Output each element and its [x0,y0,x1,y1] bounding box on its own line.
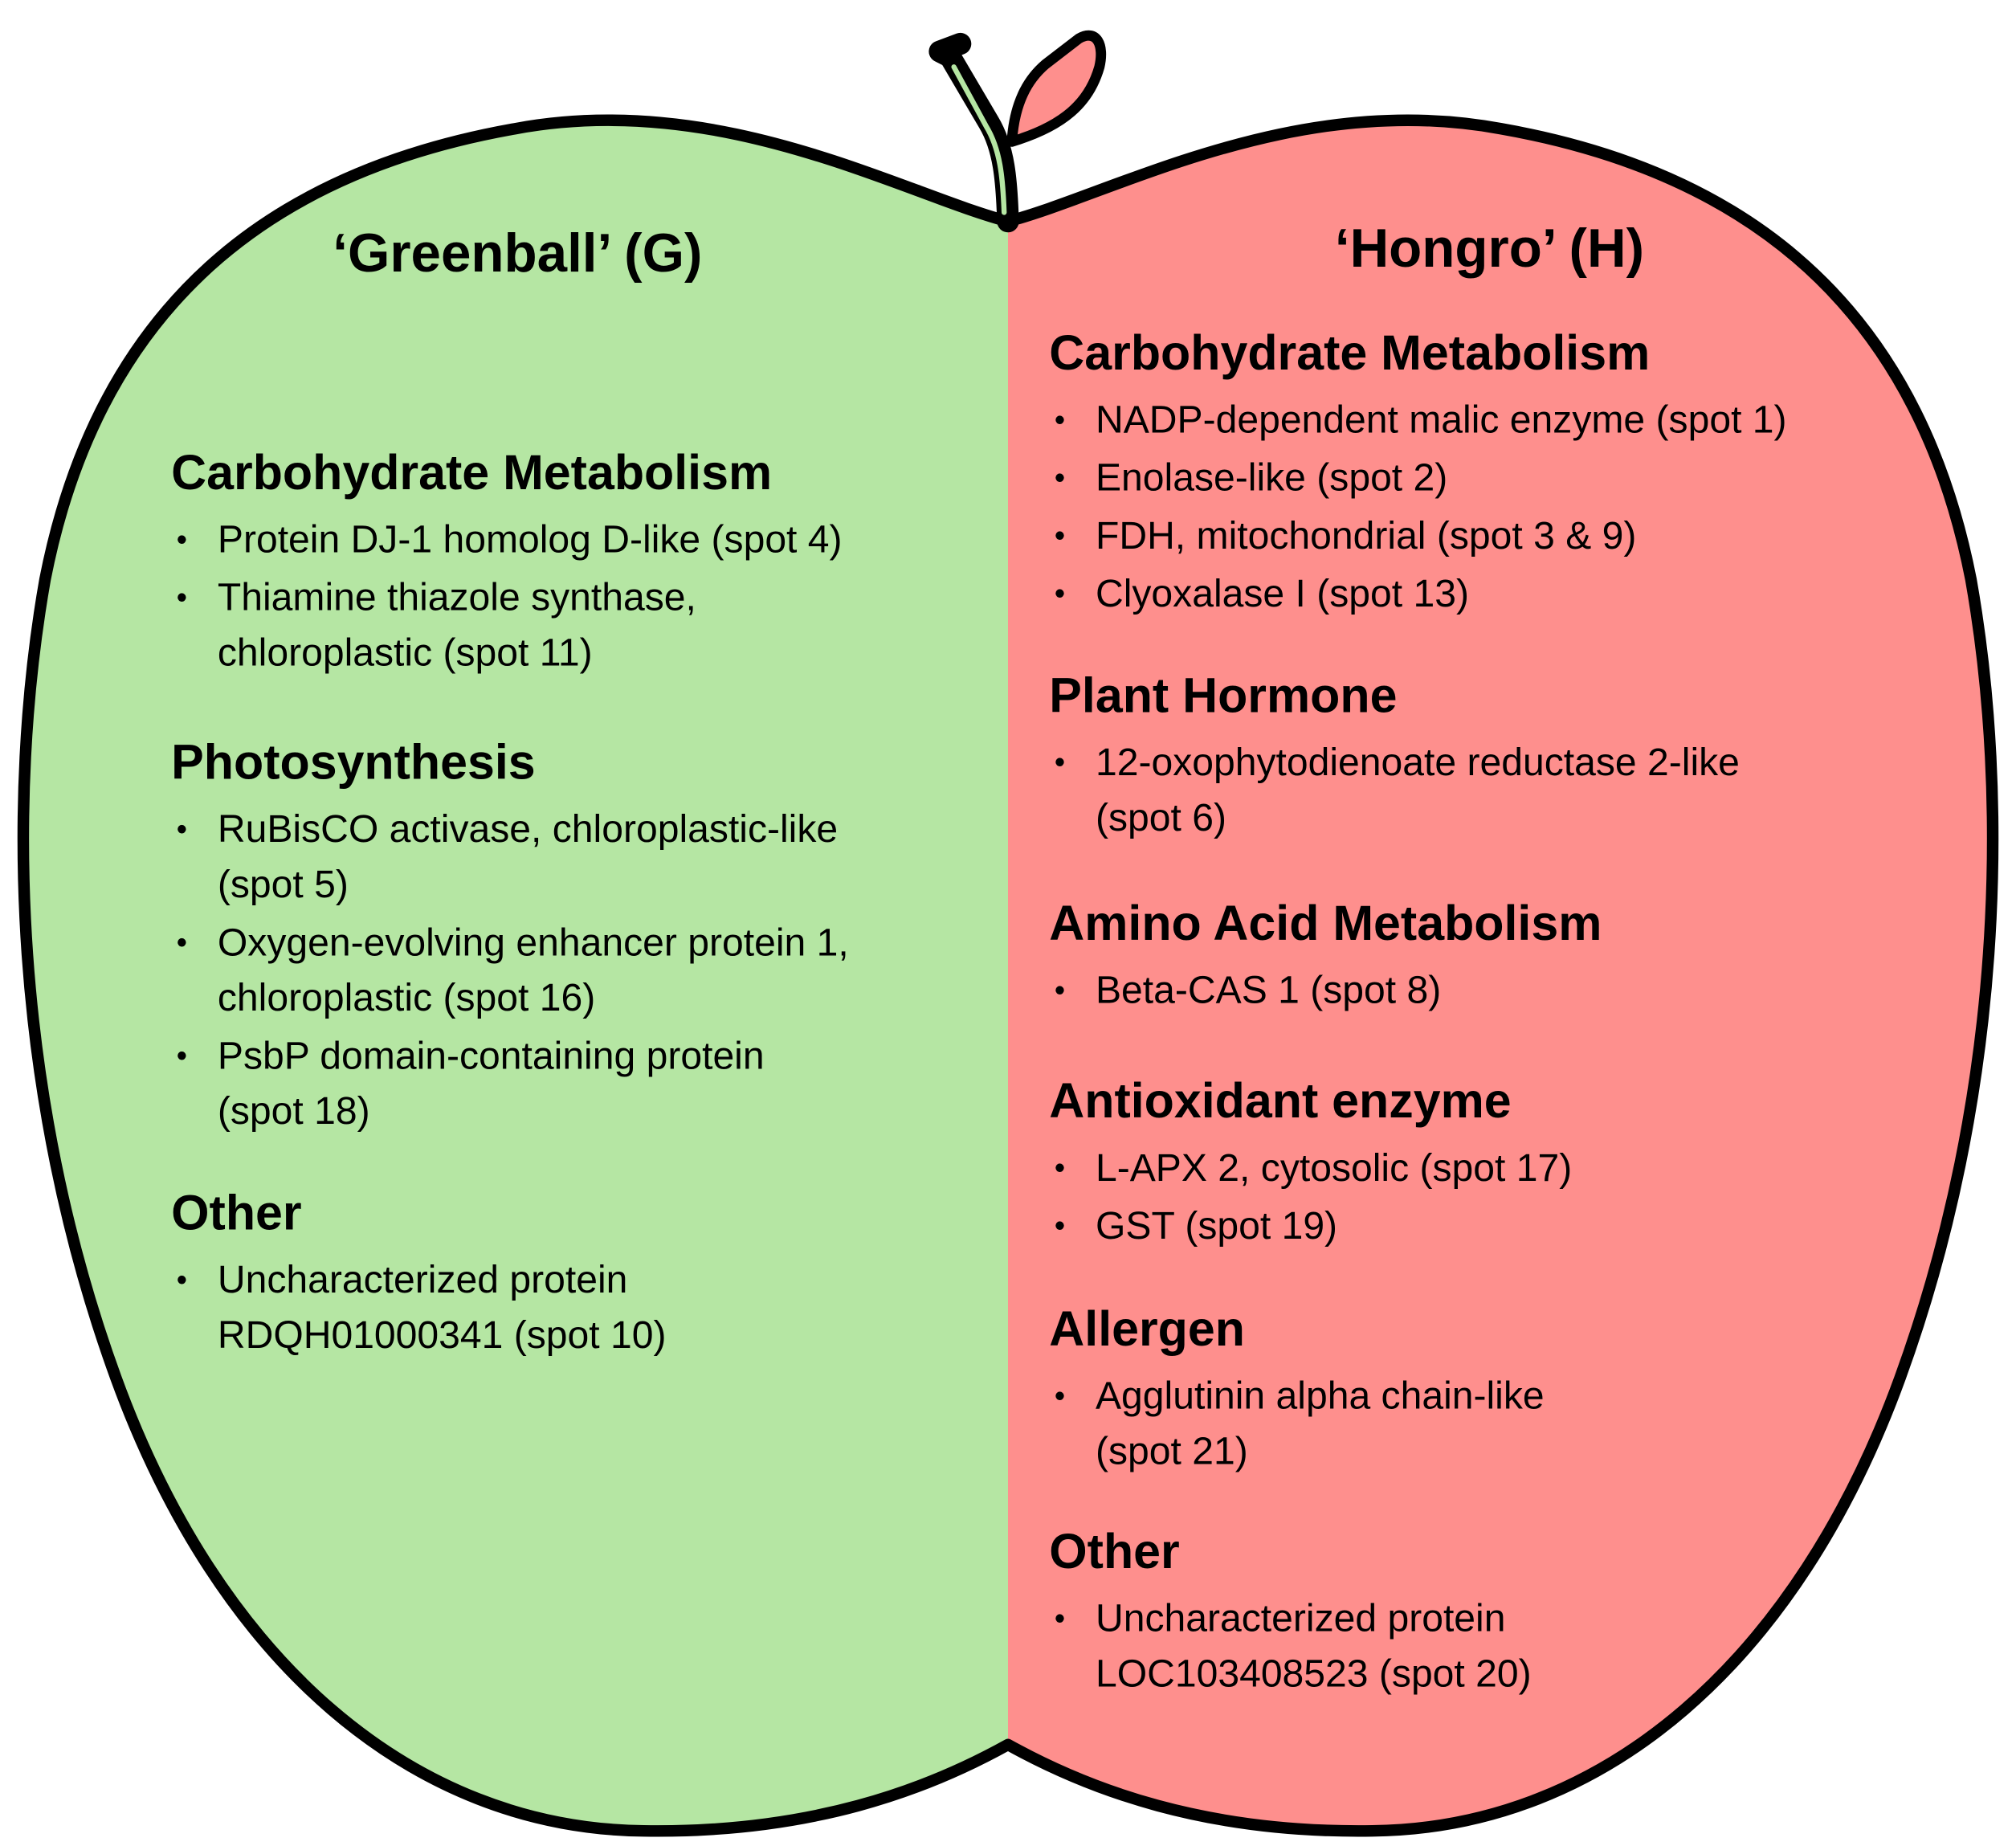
list-item: • Thiamine thiazole synthase, chloroplasti… [171,570,842,681]
list-item: • Enolase-like (spot 2) [1049,451,1786,506]
list-item: • Oxygen-evolving enhancer protein 1, chlo… [171,916,849,1027]
section-heading: Allergen [1049,1303,1245,1358]
item-text: chloroplastic (spot 11) [217,631,593,675]
leaf-icon [1006,30,1107,147]
hongro-section: Allergen • Agglutinin alpha chain-like (spo… [1049,1301,1544,1481]
bullet-icon: • [1054,745,1066,781]
bullet-icon: • [1054,518,1066,554]
item-text: (spot 18) [217,1090,370,1133]
hongro-section: Antioxidant enzyme • L-APX 2, cytosolic (s… [1049,1074,1572,1257]
bullet-icon: • [176,1039,188,1074]
item-text: Uncharacterized protein [217,1259,628,1302]
list-item: • Protein DJ-1 homolog D-like (spot 4) [171,513,843,568]
hongro-section: Plant Hormone • 12-oxophytodienoate reduct… [1049,668,1740,848]
bullet-icon: • [176,1263,188,1298]
bullet-icon: • [1054,1378,1066,1414]
item-text: Clyoxalase I (spot 13) [1095,573,1470,616]
greenball-title: ‘Greenball’ (G) [333,223,703,284]
list-item: • Agglutinin alpha chain-like (spot 21) [1049,1369,1545,1480]
section-heading: Other [1049,1525,1180,1580]
hongro-title: ‘Hongro’ (H) [1334,217,1645,279]
bullet-icon: • [1054,577,1066,612]
item-text: NADP-dependent malic enzyme (spot 1) [1095,398,1787,442]
section-heading: Amino Acid Metabolism [1049,897,1602,952]
section-heading: Carbohydrate Metabolism [171,447,773,501]
bullet-icon: • [176,522,188,558]
item-text: RDQH01000341 (spot 10) [217,1314,667,1358]
greenball-section: Photosynthesis • RuBisCO activase, chlorop… [171,735,849,1141]
item-text: Beta-CAS 1 (spot 8) [1095,969,1442,1012]
section-heading: Carbohydrate Metabolism [1049,327,1651,382]
section-heading: Photosynthesis [171,736,536,791]
bullet-icon: • [1054,1601,1066,1637]
section-heading: Plant Hormone [1049,669,1398,724]
item-text: L-APX 2, cytosolic (spot 17) [1095,1147,1573,1190]
bullet-icon: • [1054,1150,1066,1186]
bullet-icon: • [1054,460,1066,496]
list-item: • FDH, mitochondrial (spot 3 & 9) [1049,508,1786,564]
greenball-section: Carbohydrate Metabolism • Protein DJ-1 hom… [171,446,842,684]
list-item: • RuBisCO activase, chloroplastic-like (sp… [171,803,849,913]
list-item: • NADP-dependent malic enzyme (spot 1) [1049,393,1787,448]
item-text: FDH, mitochondrial (spot 3 & 9) [1095,515,1637,558]
stem-outline [928,32,1019,233]
bullet-icon: • [1054,973,1066,1008]
item-text: RuBisCO activase, chloroplastic-like [217,808,839,852]
item-text: (spot 21) [1095,1430,1248,1473]
list-item: • Beta-CAS 1 (spot 8) [1049,963,1602,1019]
bullet-icon: • [176,812,188,847]
bullet-icon: • [176,925,188,961]
section-heading: Antioxidant enzyme [1049,1075,1512,1129]
item-text: Protein DJ-1 homolog D-like (spot 4) [217,518,843,562]
item-text: (spot 6) [1095,797,1227,840]
item-text: Enolase-like (spot 2) [1095,456,1448,500]
bullet-icon: • [176,580,188,616]
hongro-section: Amino Acid Metabolism • Beta-CAS 1 (spot 8… [1049,896,1602,1021]
bullet-icon: • [1054,402,1066,438]
hongro-section: Carbohydrate Metabolism • NADP-dependent m… [1049,326,1786,625]
item-text: chloroplastic (spot 16) [217,977,596,1020]
item-text: GST (spot 19) [1095,1205,1338,1248]
section-heading: Other [171,1186,302,1242]
list-item: • Clyoxalase I (spot 13) [1049,566,1786,622]
item-text: (spot 5) [217,864,349,907]
item-text: Thiamine thiazole synthase, [217,577,696,619]
stem-icon [951,64,1007,215]
item-text: Agglutinin alpha chain-like [1095,1374,1545,1418]
item-text: LOC103408523 (spot 20) [1095,1652,1532,1696]
list-item: • PsbP domain-containing protein (spot 18) [171,1029,849,1140]
bullet-icon: • [1054,1209,1066,1244]
list-item: • GST (spot 19) [1049,1199,1572,1254]
list-item: • L-APX 2, cytosolic (spot 17) [1049,1141,1573,1196]
item-text: PsbP domain-containing protein [217,1035,765,1078]
item-text: 12-oxophytodienoate reductase 2-like [1095,741,1740,785]
item-text: Uncharacterized protein [1095,1598,1506,1640]
item-text: Oxygen-evolving enhancer protein 1, [217,921,849,965]
list-item: • 12-oxophytodienoate reductase 2-like (sp… [1049,735,1740,846]
